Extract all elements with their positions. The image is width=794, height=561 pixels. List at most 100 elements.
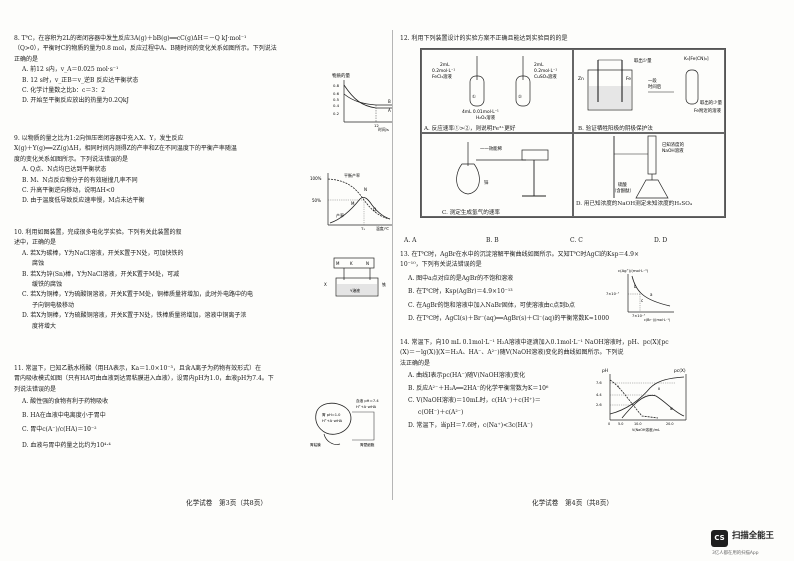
q12-d-label: 硫酸	[618, 181, 627, 188]
q10-option-c-cont: 子向铜电极移动	[32, 301, 75, 309]
q13-option-c: C. 在AgBr的饱和溶液中加入NaBr固体，可使溶液由c点到b点	[408, 301, 575, 309]
right-page-footer: 化学试卷 第4页（共8页）	[532, 499, 613, 507]
q12-c-caption: C. 测定生成氢气的速率	[442, 210, 500, 216]
q11-line: 列说法错误的是	[14, 385, 57, 393]
q14-curve-label: Ⅰ	[618, 384, 619, 389]
q13-line: 13. 在T℃时，AgBr在水中的沉淀溶解平衡曲线如图所示。又知T℃时AgCl的…	[400, 251, 639, 258]
q14-curve-label: Ⅲ	[670, 406, 673, 411]
q12-a-label: 2mL	[534, 62, 544, 68]
q9-point-q: Q	[373, 207, 376, 212]
q12-a-label: CuSO₄溶液	[534, 73, 557, 80]
q12-d-label: 已知浓度的	[662, 141, 685, 148]
q11-label: H⁺+A⁻⇌HA	[356, 405, 377, 409]
q9-point-n: N	[364, 187, 367, 192]
q10-option-a-cont: 腐蚀	[32, 260, 45, 268]
q12-d-label: NaOH溶液	[662, 147, 684, 154]
q12-c-gas-apparatus: 一一效能稀 锌	[456, 142, 549, 197]
q12-a-label: 0.2mol·L⁻¹	[432, 68, 455, 74]
q13-point-c: c	[641, 298, 643, 303]
camscanner-slogan: 3亿人都在用的扫描App	[712, 551, 759, 556]
camscanner-logo: CS	[711, 530, 728, 547]
q10-label-m: M	[336, 261, 340, 266]
q14-curve-1	[609, 376, 685, 415]
q14-line: 14. 常温下，向10 mL 0.1mol·L⁻¹ H₂A溶液中逐滴加入0.1m…	[400, 339, 669, 346]
q12-answer-a: A. A	[404, 237, 417, 244]
q8-line: （Q>0），平衡时C的物质的量为0.8 mol，反应过程中A、B随时间的变化关系…	[14, 45, 277, 53]
q11-label: 胃 pH=1.0	[322, 413, 341, 417]
q12-b-label: 取出的少量	[700, 99, 723, 106]
camscanner-brand: 扫描全能王	[732, 530, 774, 540]
q12-c-label: 一一效能稀	[480, 145, 503, 152]
q14-x-tick: 0	[608, 422, 610, 426]
q12-d-label: （含酚酞）	[612, 187, 634, 194]
q10-option-b-cont: 缓铁的腐蚀	[32, 281, 63, 289]
q13-curve	[631, 275, 671, 307]
q12-cell-d: 已知浓度的 NaOH溶液 硫酸 （含酚酞） D. 用已知浓度的NaOH测定未知浓…	[573, 133, 725, 217]
q13-point-b: b	[634, 284, 637, 289]
q12-a-label: 2mL	[440, 62, 450, 68]
q13-option-a: A. 图中a点对应的是AgBr的不饱和溶液	[408, 274, 514, 282]
q9-y-tick-100: 100%	[310, 176, 322, 181]
q13-graph-ylabel: c(Ag⁺)/(mol·L⁻¹)	[618, 268, 649, 273]
q10-line: 10. 利用如图装置，完成很多电化学实验。下列有关此装置的叙	[14, 229, 182, 236]
q14-option-b: B. 反应A²⁻＋H₂A══2HA⁻的化学平衡常数为K＝10⁶	[408, 384, 549, 392]
q8-line: 8. T℃，在容积为2L的密闭容器中发生反应3A(g)＋bB(g)══cC(g)…	[14, 35, 247, 42]
q12-a-label: 0.2mol·L⁻¹	[534, 68, 557, 74]
q12-cell-c: 一一效能稀 锌 C. 测定生成氢气的速率	[421, 133, 573, 217]
q11-label: 胃壁细胞	[360, 442, 375, 447]
q13-graph-xlabel: c(Br⁻)/(mol·L⁻¹)	[644, 318, 671, 322]
q11-option-b: B. HA在血液中电离度小于胃中	[22, 411, 106, 419]
q9-graph: 100% 50% 平衡产率 产率 M N Q T₁ 温度/℃	[310, 172, 392, 231]
q8-curve-label: A	[388, 108, 391, 113]
q8-curve-b	[343, 93, 392, 106]
q12-apparatus-table: 2mL 0.2mol·L⁻¹ FeCl₃溶液 2mL 0.2mol·L⁻¹ Cu…	[420, 48, 726, 218]
q9-curve-label: 产率	[336, 212, 344, 218]
q8-curve-a	[343, 84, 392, 109]
q14-option-c-cont: c(OH⁻)＋c(A²⁻)	[418, 409, 464, 417]
q9-curve-label: 平衡产率	[344, 172, 360, 178]
q11-label: 血液 pH＝7.4	[356, 398, 379, 403]
q14-graph-xlabel: V(NaOH溶液)/mL	[632, 427, 660, 432]
q12-a-label: ①	[472, 94, 476, 100]
q14-left-axis-label: pH	[602, 368, 608, 374]
q8-option-a: A. 前12 s内，v_A＝0.025 mol·s⁻¹	[22, 66, 119, 74]
q12-b-label: Fe	[626, 76, 631, 82]
q10-option-c: C. 若X为铜棒，Y为硫酸铜溶液，开关K置于M处，铜棒质量将增加，此时外电路中的…	[22, 291, 254, 299]
q10-option-a: A. 若X为碳棒，Y为NaCl溶液，开关K置于N处，可加快铁的	[22, 249, 184, 257]
q13-option-b: B. 在T℃时，Ksp(AgBr)＝4.9×10⁻¹³	[408, 288, 513, 296]
q9-y-tick-50: 50%	[312, 198, 321, 203]
q12-b-label: Fe附近的溶液	[694, 107, 722, 114]
q14-line: 法正确的是	[400, 359, 431, 367]
q10-option-d-cont: 度将增大	[32, 322, 57, 330]
q13-graph: c(Ag⁺)/(mol·L⁻¹) 7×10⁻⁷ a b c 7×10⁻⁷ c(B…	[606, 268, 674, 322]
q8-graph-xlabel: 时间/s	[378, 127, 389, 132]
q14-option-c: C. V(NaOH溶液)＝10mL时，c(HA⁻)＋c(H⁺)＝	[408, 397, 541, 405]
q8-curve-label: B	[388, 99, 391, 104]
q9-x-tick: T₁	[360, 226, 365, 231]
q8-y-tick: 0.2	[333, 111, 340, 116]
q9-option-b: B. M、N点反应物分子的有效碰撞几率不同	[22, 176, 138, 184]
q14-graph: pH pc(X) 7.6 4.4 2.6 Ⅰ Ⅱ Ⅲ 0 5.0 10.0 20…	[596, 368, 687, 432]
q8-y-tick: 0.4	[333, 103, 340, 108]
q11-label: H⁺+A⁻⇌HA	[322, 419, 343, 423]
q12-a-caption: A. 反应速率①>②，则说明Fe³⁺更好	[424, 126, 516, 132]
q12-answer-c: C. C	[570, 237, 583, 244]
question-12: 12. 利用下列装置设计的实验方案不正确且能达到实验目的的是	[400, 34, 567, 44]
q8-graph-ylabel: 物质的量	[332, 72, 350, 79]
q8-line: 正确的是	[14, 55, 39, 63]
q12-cell-b: Zn Fe K₃[Fe(CN)₆] 取出少量 一段 时间后 取出的少量 Fe附近…	[573, 49, 725, 133]
q12-answer-b: B. B	[486, 237, 499, 244]
q12-d-titration: 已知浓度的 NaOH溶液 硫酸 （含酚酞）	[612, 135, 685, 199]
q10-line: 述中，正确的是	[14, 239, 57, 247]
q10-label-k: K	[350, 261, 353, 266]
q11-option-a: A. 酸性强的食物有利于药物吸收	[22, 398, 109, 406]
q14-x-tick: 10.0	[634, 422, 642, 426]
q8-graph: 物质的量 0.8 0.6 0.5 0.4 0.2 B A 12 时间/s	[332, 72, 392, 132]
q9-option-c: C. 升高平衡逆向移动，说明ΔH<0	[22, 187, 115, 195]
q8-y-tick: 0.5	[333, 97, 340, 102]
q12-b-label: 一段	[648, 77, 657, 84]
q13-option-d: D. 在T℃时，AgCl(s)＋Br⁻(aq)══AgBr(s)＋Cl⁻(aq)…	[408, 315, 610, 323]
q8-y-tick: 0.6	[333, 91, 340, 96]
q10-option-b: B. 若X为锌(Sn)棒，Y为NaCl溶液，开关K置于M处，可减	[22, 270, 180, 278]
q10-label-iron: 铁	[382, 281, 386, 287]
